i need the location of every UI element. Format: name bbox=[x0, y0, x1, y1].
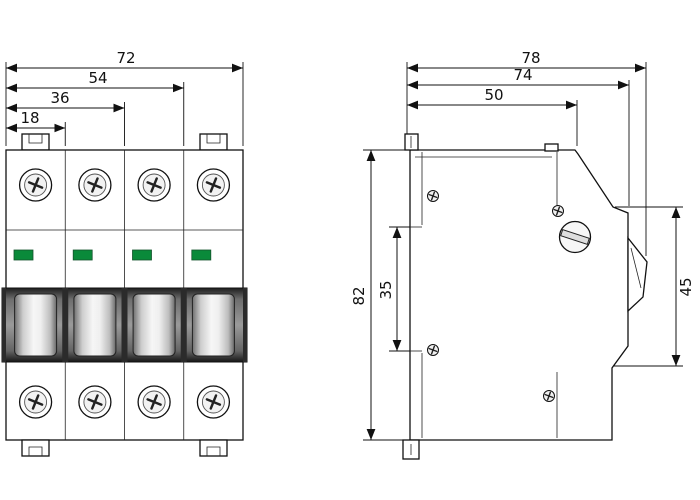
band-edge bbox=[243, 288, 247, 362]
phillips-cross-icon bbox=[553, 206, 563, 216]
dim-overall-width: 72 bbox=[6, 49, 243, 73]
screw-terminal bbox=[196, 168, 231, 202]
band-separator bbox=[121, 288, 128, 362]
dim-label-78: 78 bbox=[521, 49, 540, 67]
toggle-handle bbox=[191, 293, 235, 357]
dim-label-54: 54 bbox=[88, 69, 107, 87]
top-terminal-screws bbox=[18, 168, 231, 202]
mounting-tab bbox=[21, 439, 50, 457]
screw-terminal bbox=[78, 168, 112, 202]
screw-terminal bbox=[18, 385, 53, 419]
screw-terminal bbox=[196, 385, 231, 419]
status-indicators bbox=[13, 249, 212, 261]
screw-terminal bbox=[18, 168, 53, 202]
dim-height: 82 bbox=[350, 150, 376, 440]
mounting-tab-notch bbox=[206, 446, 221, 456]
case-screw bbox=[543, 390, 555, 402]
dim-label-72: 72 bbox=[116, 49, 135, 67]
status-indicator-window bbox=[191, 249, 212, 261]
toggle-handle bbox=[14, 293, 58, 357]
screw-terminal bbox=[137, 385, 171, 419]
status-indicator-window bbox=[132, 249, 152, 261]
dim-label-18: 18 bbox=[20, 109, 39, 127]
dim-label-74: 74 bbox=[513, 66, 532, 84]
band-separator bbox=[180, 288, 187, 362]
phillips-cross-icon bbox=[428, 191, 438, 201]
bottom-terminal-screws bbox=[18, 385, 231, 419]
side-dimensions: 78 74 50 82 35 45 bbox=[350, 49, 695, 440]
status-indicator-window bbox=[72, 249, 93, 261]
terminal-screw-side bbox=[558, 220, 592, 254]
front-dimensions: 72 54 36 18 bbox=[6, 49, 243, 133]
case-screw bbox=[427, 190, 439, 202]
dim-one-module: 18 bbox=[6, 109, 66, 133]
dim-two-modules: 36 bbox=[6, 89, 125, 113]
toggle-lever bbox=[627, 236, 648, 313]
toggle-handle bbox=[73, 293, 117, 357]
dim-rail-recess: 35 bbox=[377, 227, 402, 351]
phillips-cross-icon bbox=[87, 177, 103, 193]
phillips-cross-icon bbox=[146, 394, 162, 410]
side-body-outline bbox=[409, 149, 629, 441]
mounting-tab-notch bbox=[206, 134, 221, 144]
side-view: 78 74 50 82 35 45 bbox=[350, 49, 695, 460]
mounting-tab bbox=[199, 133, 228, 151]
dim-three-modules: 54 bbox=[6, 69, 184, 93]
case-screw bbox=[552, 205, 564, 217]
dim-label-50: 50 bbox=[484, 86, 503, 104]
mounting-tab bbox=[199, 439, 228, 457]
front-view: 72 54 36 18 bbox=[1, 49, 248, 457]
phillips-cross-icon bbox=[27, 394, 44, 410]
band-edge bbox=[2, 288, 6, 362]
toggle-lever-detail bbox=[630, 247, 642, 289]
case-screw bbox=[427, 344, 439, 356]
status-indicator-window bbox=[13, 249, 34, 261]
top-rib bbox=[544, 143, 559, 152]
screw-terminal bbox=[137, 168, 171, 202]
screw-terminal bbox=[78, 385, 112, 419]
dim-overall-depth: 78 bbox=[407, 49, 646, 73]
dim-body-depth: 74 bbox=[407, 66, 629, 90]
dim-label-45: 45 bbox=[677, 277, 695, 296]
phillips-cross-icon bbox=[205, 177, 222, 193]
toggle-handle bbox=[132, 293, 176, 357]
dim-label-35: 35 bbox=[377, 280, 395, 299]
phillips-cross-icon bbox=[146, 177, 162, 193]
phillips-cross-icon bbox=[87, 394, 103, 410]
bottom-mounting-tabs bbox=[21, 439, 228, 457]
case-screws bbox=[427, 190, 564, 402]
phillips-cross-icon bbox=[27, 177, 44, 193]
dim-label-36: 36 bbox=[50, 89, 69, 107]
band-separator bbox=[62, 288, 69, 362]
dim-upper-depth: 50 bbox=[407, 86, 577, 110]
dim-label-82: 82 bbox=[350, 286, 368, 305]
mounting-tab-notch bbox=[28, 446, 43, 456]
phillips-cross-icon bbox=[205, 394, 222, 410]
phillips-cross-icon bbox=[428, 345, 438, 355]
breaker-side-body bbox=[409, 143, 629, 441]
top-mounting-tabs bbox=[21, 133, 228, 151]
screw-slot-icon bbox=[560, 229, 590, 245]
screw-slot bbox=[560, 229, 590, 245]
rear-top-tab bbox=[404, 133, 419, 151]
din-rail-slot bbox=[410, 226, 422, 352]
toggle-switch-band bbox=[1, 287, 248, 363]
dim-front-section: 45 bbox=[671, 207, 695, 366]
mounting-tab-notch bbox=[28, 134, 43, 144]
mounting-tab bbox=[21, 133, 50, 151]
phillips-cross-icon bbox=[544, 391, 554, 401]
